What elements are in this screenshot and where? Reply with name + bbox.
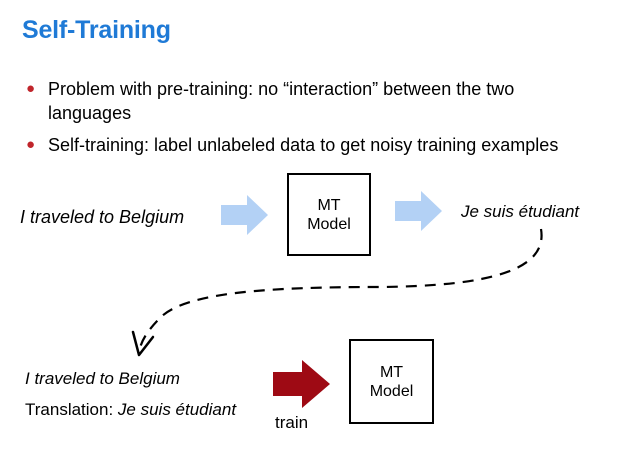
bullet-text: Problem with pre-training: no “interacti… (48, 77, 514, 125)
bullet-dot-icon: ● (26, 136, 36, 153)
bullet-text-line2: languages (48, 103, 132, 123)
translation-value: Je suis étudiant (117, 400, 237, 419)
train-arrow-icon (273, 360, 330, 408)
source-sentence: I traveled to Belgium (20, 207, 185, 227)
bullet-dot-icon: ● (26, 80, 36, 97)
mt-model-box-line1: MT (379, 363, 404, 381)
mt-model-box-top: MT Model (287, 173, 371, 256)
mt-model-box-bottom: MT Model (349, 339, 434, 424)
mt-model-box-line2: Model (369, 382, 414, 400)
train-label: train (275, 413, 309, 432)
bullet-text: Self-training: label unlabeled data to g… (48, 135, 559, 155)
mt-model-box-line1: MT (317, 196, 341, 214)
mt-model-box-line2: Model (307, 215, 351, 233)
output-sentence: Je suis étudiant (461, 202, 580, 221)
translation-line: Translation: Je suis étudiant (25, 400, 236, 420)
bottom-source-sentence: I traveled to Belgium (25, 369, 180, 388)
dashed-connector (138, 228, 543, 349)
output-arrow-icon (395, 191, 442, 231)
slide-title: Self-Training (22, 16, 171, 44)
translation-label: Translation: (25, 400, 114, 419)
dashed-connector-arrowhead-icon (131, 330, 155, 357)
bullet-text-line1: Problem with pre-training: no “interacti… (48, 79, 515, 99)
input-arrow-icon (221, 195, 268, 235)
